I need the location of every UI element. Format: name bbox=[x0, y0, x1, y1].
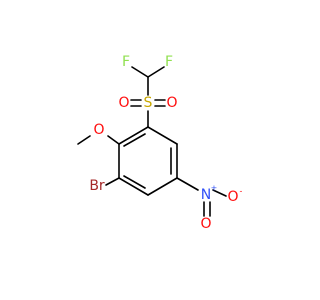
charge-o-minus: - bbox=[240, 187, 243, 196]
ring-double-1 bbox=[123, 133, 146, 147]
bond-o-methyl bbox=[77, 135, 91, 145]
atom-br: Br bbox=[89, 178, 105, 194]
atom-f-left: F bbox=[122, 54, 130, 70]
ring-bond-1 bbox=[118, 126, 149, 145]
atom-o-sulfonyl-left: O bbox=[118, 95, 129, 111]
molecule-structure: F F S O O O Br N + O O - bbox=[77, 54, 243, 232]
bond-cf-right bbox=[147, 66, 165, 78]
atom-n: N bbox=[201, 187, 211, 203]
atom-o-nitro-double: O bbox=[200, 216, 211, 232]
atom-s: S bbox=[144, 95, 153, 111]
ring-bond-4 bbox=[147, 177, 178, 196]
ring-double-2 bbox=[123, 175, 146, 189]
ring-bond-6 bbox=[147, 126, 178, 145]
atom-o-methoxy: O bbox=[93, 122, 104, 138]
bond-ring-o-methoxy bbox=[107, 135, 120, 145]
atom-o-sulfonyl-right: O bbox=[166, 95, 177, 111]
bond-cf-left bbox=[131, 66, 149, 78]
ring-bond-3 bbox=[118, 177, 149, 196]
bond-n-o-single bbox=[212, 189, 227, 197]
atom-o-nitro-single: O bbox=[227, 189, 238, 205]
bond-ring-n bbox=[176, 177, 199, 191]
atom-f-right: F bbox=[165, 54, 173, 70]
charge-n-plus: + bbox=[211, 184, 218, 193]
bond-ring-br bbox=[105, 177, 120, 186]
